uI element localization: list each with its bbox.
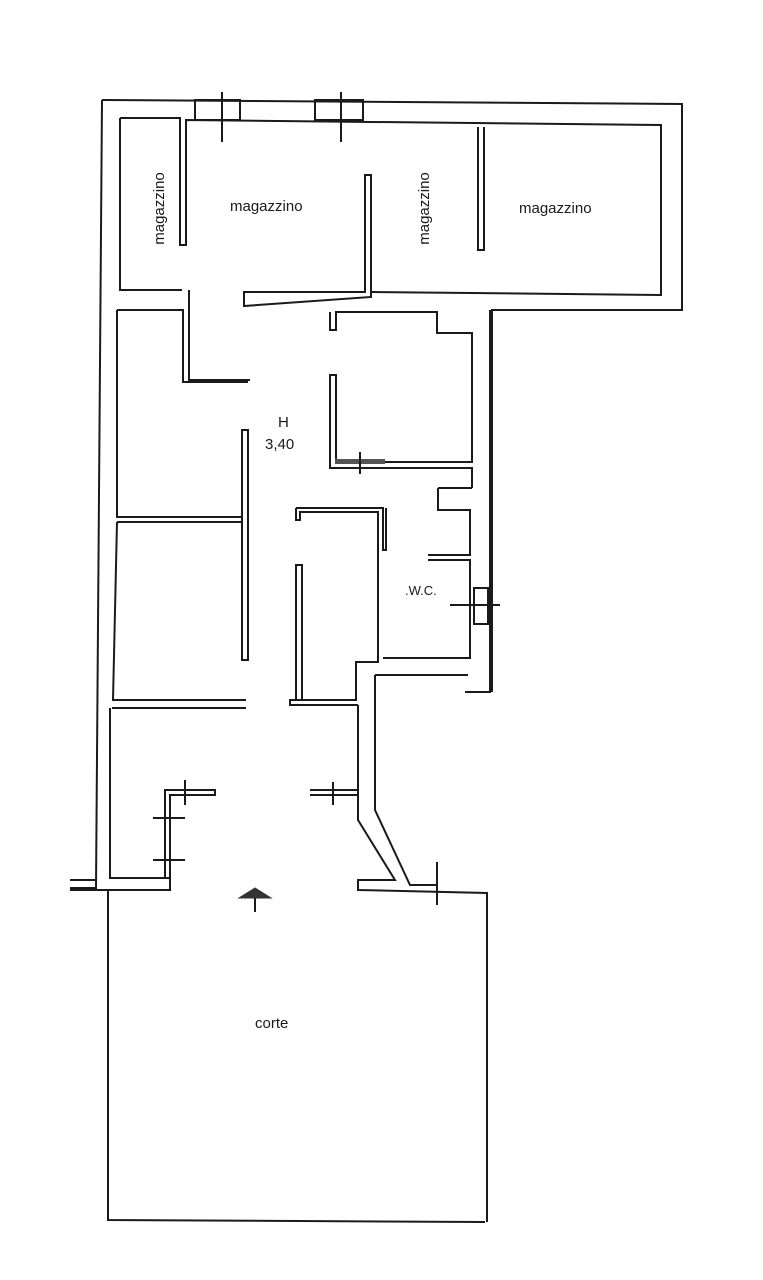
- outer-wall-left: [70, 99, 103, 889]
- central-room-wall: [329, 311, 473, 488]
- window: [194, 99, 241, 121]
- height-label: H: [278, 414, 289, 431]
- height-value: 3,40: [265, 436, 295, 453]
- room-label-storage-4: magazzino: [519, 200, 592, 217]
- outer-wall: [101, 99, 683, 692]
- left-room-wall: [117, 309, 248, 383]
- room-label-storage-3: magazzino: [415, 172, 433, 245]
- room-label-wc: .W.C.: [405, 583, 437, 598]
- room-label-storage-2: magazzino: [230, 198, 303, 215]
- room-label-courtyard: corte: [255, 1015, 289, 1032]
- entrance-arrow-icon: [237, 887, 273, 899]
- courtyard-wall: [107, 890, 486, 1223]
- room-label-storage-1: magazzino: [150, 172, 168, 245]
- storage-row-inner: [119, 118, 182, 291]
- window: [314, 99, 364, 121]
- closet-wall: [289, 507, 387, 706]
